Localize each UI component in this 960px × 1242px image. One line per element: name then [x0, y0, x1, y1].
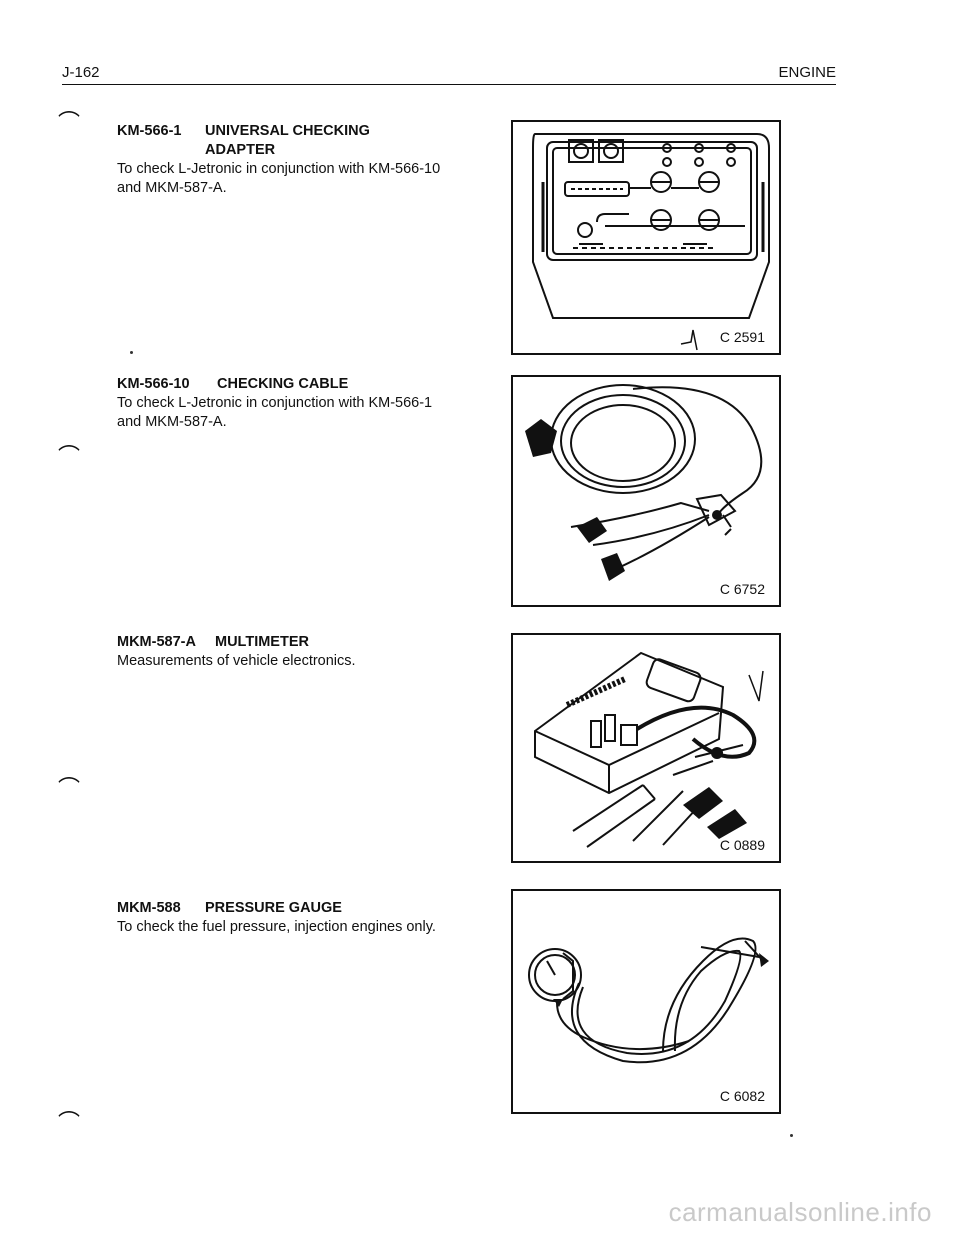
tool-description: To check the fuel pressure, injection en… — [117, 919, 436, 935]
tool-entry: KM-566-1 UNIVERSAL CHECKING ADAPTER To c… — [117, 122, 447, 198]
tool-name: CHECKING CABLE — [217, 376, 349, 392]
adapter-illustration — [532, 133, 770, 351]
margin-mark: ⌒ — [58, 444, 81, 469]
figure-cable: C 6752 — [511, 375, 781, 607]
tool-entry: KM-566-10 CHECKING CABLE To check L-Jetr… — [117, 375, 447, 432]
header-rule — [62, 84, 836, 85]
tool-name: PRESSURE GAUGE — [205, 900, 342, 916]
tool-heading: MKM-588 PRESSURE GAUGE — [117, 899, 447, 918]
cable-illustration — [525, 384, 763, 581]
section-title: ENGINE — [778, 64, 836, 81]
speck — [790, 1134, 793, 1137]
margin-mark: ⌒ — [58, 110, 81, 135]
speck — [130, 351, 133, 354]
pressure-gauge-illustration — [528, 937, 769, 1064]
figure-number: C 6082 — [719, 1088, 765, 1104]
figure-adapter: C 2591 — [511, 120, 781, 355]
figure-multimeter: C 0889 — [511, 633, 781, 863]
tool-heading: MKM-587-A MULTIMETER — [117, 633, 447, 652]
tool-name: UNIVERSAL CHECKING ADAPTER — [205, 123, 370, 158]
margin-mark: ⌒ — [58, 1110, 81, 1135]
watermark: carmanualsonline.info — [668, 1197, 932, 1227]
tool-heading: KM-566-1 UNIVERSAL CHECKING ADAPTER — [117, 122, 447, 160]
tool-entry: MKM-587-A MULTIMETER Measurements of veh… — [117, 633, 447, 671]
multimeter-illustration — [534, 651, 764, 848]
tool-code: MKM-588 — [117, 900, 181, 916]
tool-description: To check L-Jetronic in conjunction with … — [117, 161, 441, 196]
tool-heading: KM-566-10 CHECKING CABLE — [117, 375, 447, 394]
figure-number: C 2591 — [719, 329, 765, 345]
page-number: J-162 — [62, 64, 100, 81]
tool-description: Measurements of vehicle electronics. — [117, 653, 356, 669]
tool-name: MULTIMETER — [215, 634, 309, 650]
figure-pressure-gauge: C 6082 — [511, 889, 781, 1114]
margin-mark: ⌒ — [58, 776, 81, 801]
tool-description: To check L-Jetronic in conjunction with … — [117, 395, 433, 430]
tool-entry: MKM-588 PRESSURE GAUGE To check the fuel… — [117, 899, 447, 937]
tool-code: KM-566-10 — [117, 376, 190, 392]
tool-code: KM-566-1 — [117, 123, 182, 139]
figure-number: C 6752 — [719, 581, 765, 597]
tool-code: MKM-587-A — [117, 634, 196, 650]
figure-number: C 0889 — [719, 837, 765, 853]
